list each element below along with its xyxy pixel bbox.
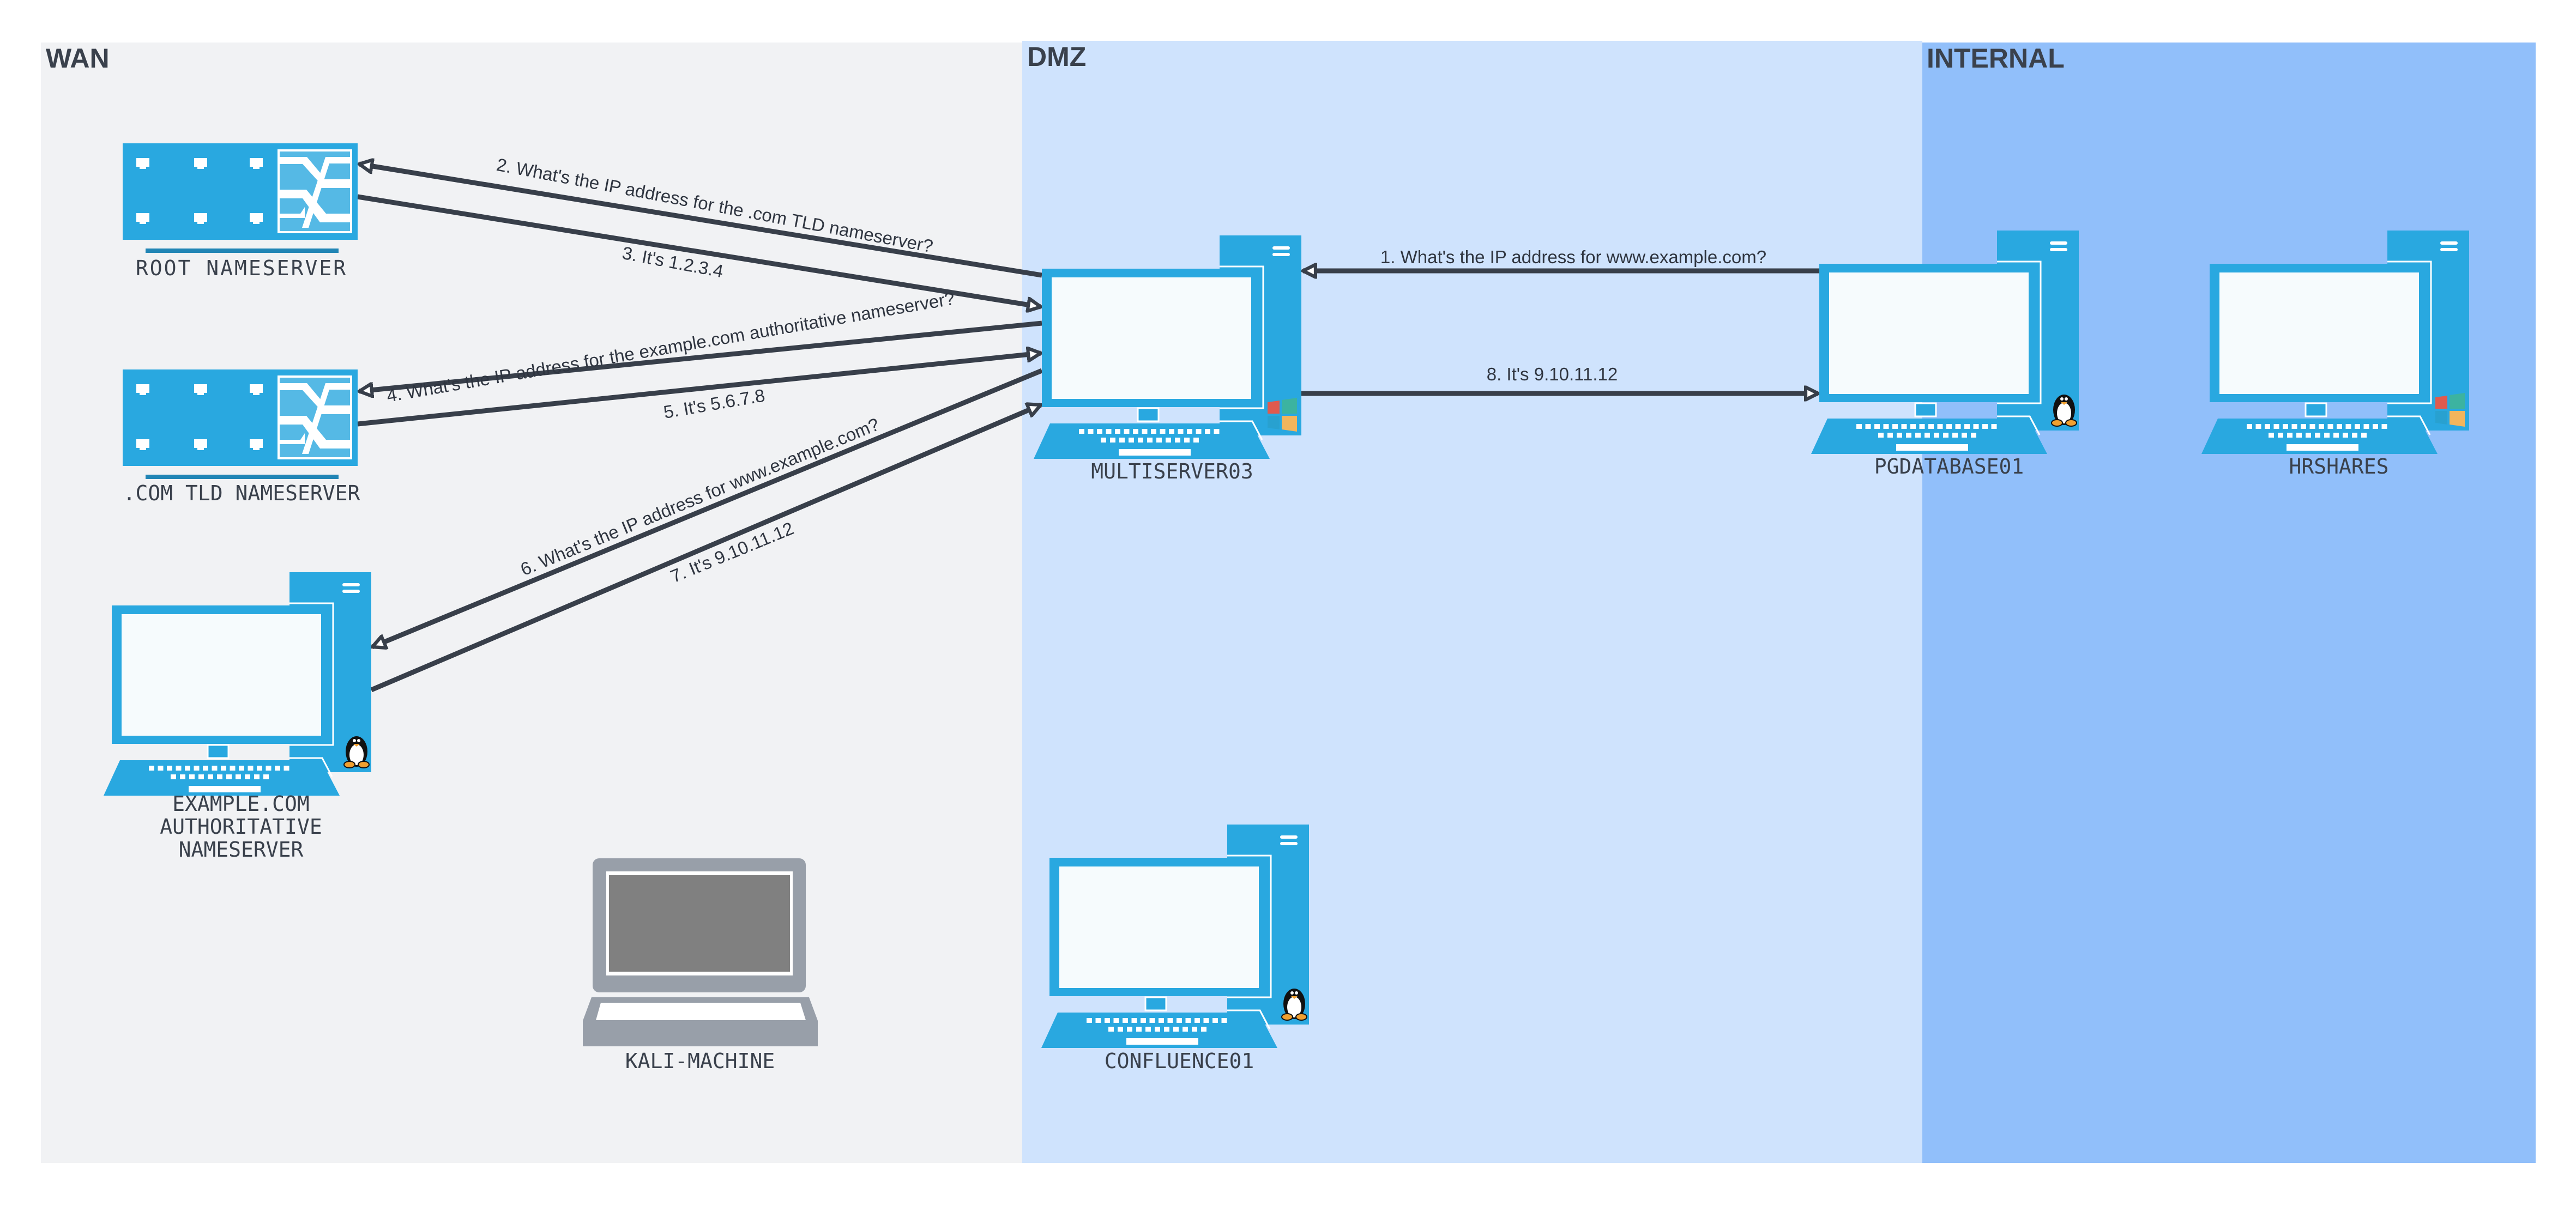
laptop-screen [609,875,790,972]
node-pgdatabase01[interactable] [1811,231,2079,454]
monitor-stand [207,744,230,759]
zone-title-dmz: DMZ [1027,41,1086,72]
node-label-hrshares: HRSHARES [2289,454,2388,478]
node-label-confluence01: CONFLUENCE01 [1105,1049,1254,1073]
node-multiserver03[interactable] [1034,235,1301,459]
port-icon [250,384,263,395]
switch-crossover-icon [277,149,352,233]
zone-title-wan: WAN [46,43,110,74]
keyboard-spacebar [1119,449,1191,456]
keyboard-spacebar [2287,444,2358,451]
port-icon [136,384,149,395]
node-root-ns[interactable] [123,143,358,253]
edge-label-1: 1. What's the IP address for www.example… [1380,247,1766,267]
node-label-kali: KALI-MACHINE [625,1049,775,1073]
monitor-screen [2219,272,2419,394]
tower-slot [1272,246,1290,250]
port-icon [136,439,149,450]
zone-internal [1922,43,2536,1163]
tower-slot [2050,248,2067,251]
edge-arrow-7 [370,405,1041,693]
node-auth-ns[interactable] [104,572,371,796]
monitor-stand [1137,407,1160,422]
keyboard-spacebar [189,786,261,792]
monitor-stand [1914,402,1937,417]
linux-tux-icon [343,736,370,768]
underline-bar [146,475,339,479]
monitor-stand [1144,996,1167,1011]
node-confluence01[interactable] [1041,825,1309,1048]
tower-slot [2440,241,2458,245]
windows-logo-icon [1268,398,1297,432]
port-icon [194,158,207,169]
monitor-screen [1059,866,1259,988]
port-icon [194,213,207,224]
tower-slot [1272,253,1290,256]
port-icon [250,158,263,169]
linux-tux-icon [1281,989,1307,1021]
monitor-screen [122,614,321,736]
tower-slot [342,583,360,586]
node-label-tld-ns: .COM TLD NAMESERVER [123,481,360,505]
tower-slot [342,590,360,593]
switch-crossover-icon [277,375,352,459]
underline-bar [146,249,339,253]
windows-logo-icon [2435,393,2465,427]
node-label-auth-ns-line1: EXAMPLE.COM [172,792,310,816]
node-label-root-ns: ROOT NAMESERVER [136,256,347,280]
keyboard-spacebar [1126,1038,1198,1045]
monitor-screen [1829,272,2029,394]
node-label-auth-ns-line2: AUTHORITATIVE [160,815,322,839]
edge-arrow-3 [357,194,1041,307]
edge-arrow-4 [359,320,1042,391]
keyboard-spacebar [1896,444,1968,451]
node-hrshares[interactable] [2201,231,2469,454]
tower-slot [2440,248,2458,251]
node-tld-ns[interactable] [123,369,358,479]
zone-title-internal: INTERNAL [1927,43,2065,74]
port-icon [250,439,263,450]
port-icon [250,213,263,224]
monitor-screen [1052,277,1251,399]
port-icon [136,158,149,169]
node-label-pgdatabase01: PGDATABASE01 [1874,454,2024,478]
port-icon [194,384,207,395]
monitor-stand [2304,402,2327,417]
laptop-keyboard [596,1003,806,1020]
tower-slot [1280,835,1298,839]
tower-slot [1280,842,1298,845]
edge-arrow-6 [372,368,1043,647]
port-icon [194,439,207,450]
node-label-multiserver03: MULTISERVER03 [1091,459,1253,483]
edge-arrow-5 [357,353,1041,427]
node-kali[interactable] [583,858,818,1046]
port-icon [136,213,149,224]
edge-arrow-2 [359,164,1042,278]
node-label-auth-ns-line3: NAMESERVER [179,838,304,862]
edge-label-8: 8. It's 9.10.11.12 [1487,364,1618,384]
linux-tux-icon [2051,395,2077,427]
tower-slot [2050,241,2067,245]
